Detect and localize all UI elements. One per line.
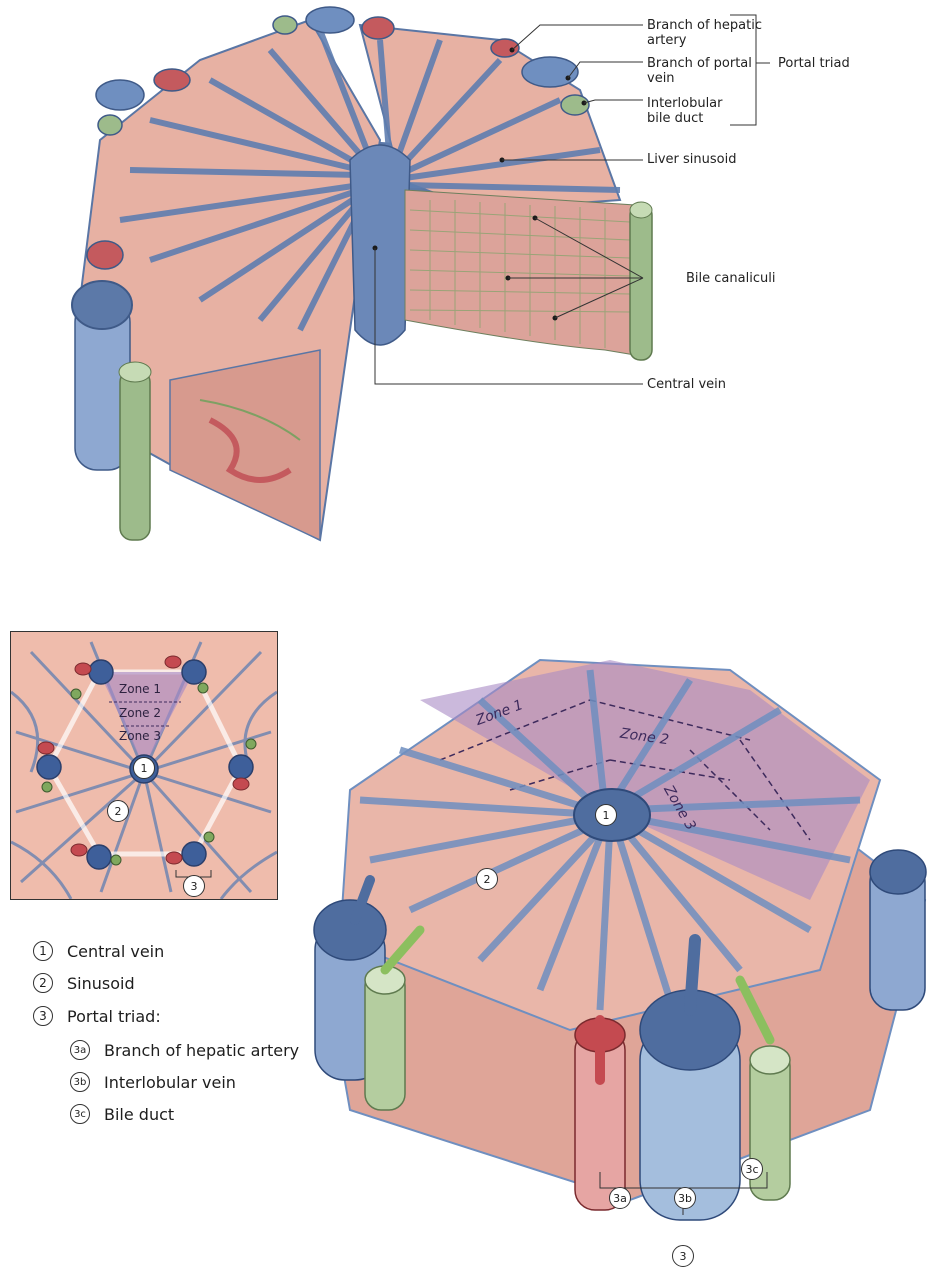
label-liver-sinusoid: Liver sinusoid: [647, 152, 736, 167]
inset-marker-3: 3: [183, 875, 205, 897]
label-portal-triad: Portal triad: [778, 56, 850, 71]
legend-text-3b: Interlobular vein: [104, 1073, 236, 1092]
label-bile-canaliculi: Bile canaliculi: [686, 271, 775, 286]
inset-marker-2: 2: [107, 800, 129, 822]
legend-num-3a: 3a: [70, 1040, 90, 1060]
legend-item-interlobular-vein: 3b Interlobular vein: [70, 1072, 236, 1092]
block-marker-3c: 3c: [741, 1158, 763, 1180]
legend-num-2: 2: [33, 973, 53, 993]
block-marker-3: 3: [672, 1245, 694, 1267]
inset-zone3-label: Zone 3: [119, 729, 161, 743]
legend-item-bile-duct: 3c Bile duct: [70, 1104, 174, 1124]
inset-marker-1: 1: [133, 757, 155, 779]
legend-text-2: Sinusoid: [67, 974, 135, 993]
legend-num-3b: 3b: [70, 1072, 90, 1092]
inset-zone1-label: Zone 1: [119, 682, 161, 696]
inset-zone2-label: Zone 2: [119, 706, 161, 720]
legend-item-sinusoid: 2 Sinusoid: [33, 973, 135, 993]
legend-num-1: 1: [33, 941, 53, 961]
legend-item-central-vein: 1 Central vein: [33, 941, 164, 961]
block-marker-3b: 3b: [674, 1187, 696, 1209]
legend-item-portal-triad: 3 Portal triad:: [33, 1006, 161, 1026]
block-marker-1: 1: [595, 804, 617, 826]
label-hepatic-artery: Branch of hepatic artery: [647, 18, 762, 48]
label-central-vein: Central vein: [647, 377, 726, 392]
bile-canaliculi-face: [405, 190, 635, 355]
legend-text-1: Central vein: [67, 942, 164, 961]
legend-num-3c: 3c: [70, 1104, 90, 1124]
central-vein-hollow: [350, 145, 410, 345]
legend-text-3c: Bile duct: [104, 1105, 174, 1124]
label-bile-duct: Interlobular bile duct: [647, 96, 737, 126]
legend-text-3a: Branch of hepatic artery: [104, 1041, 299, 1060]
block-marker-3a: 3a: [609, 1187, 631, 1209]
block-marker-2: 2: [476, 868, 498, 890]
legend-item-hepatic-artery: 3a Branch of hepatic artery: [70, 1040, 299, 1060]
legend-text-3: Portal triad:: [67, 1007, 161, 1026]
legend-num-3: 3: [33, 1006, 53, 1026]
label-portal-vein: Branch of portal vein: [647, 56, 757, 86]
liver-lobule-illustration: [60, 0, 660, 550]
